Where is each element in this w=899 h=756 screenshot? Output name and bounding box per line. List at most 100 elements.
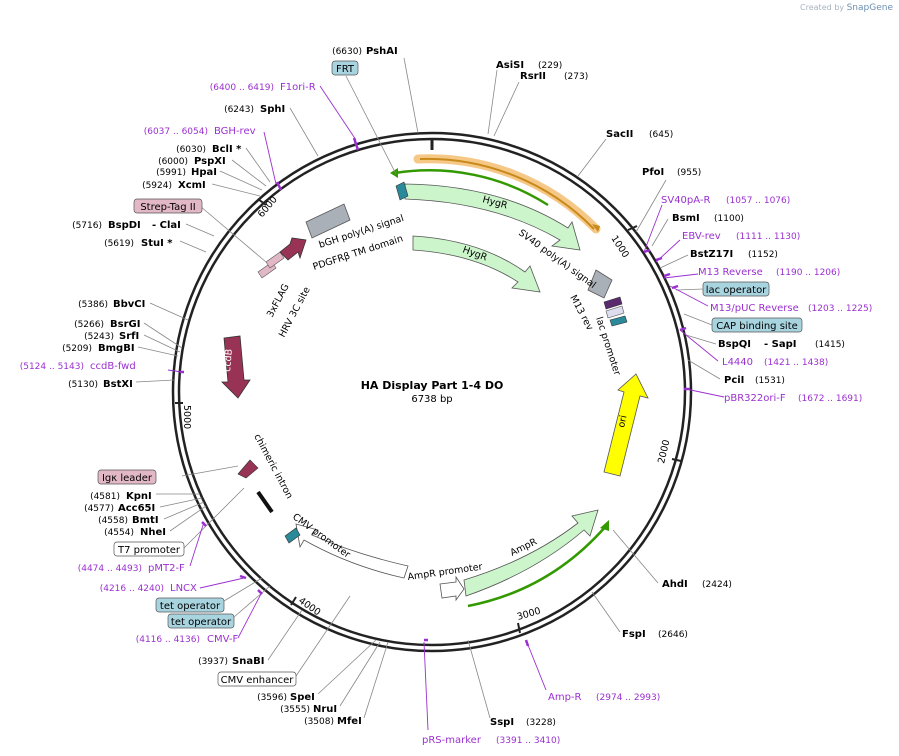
enzyme-pshai[interactable]: PshAI bbox=[366, 46, 398, 57]
ccdb-arrow[interactable] bbox=[221, 335, 251, 399]
enzyme-bmti[interactable]: BmtI bbox=[132, 515, 159, 526]
enzyme-nhei[interactable]: NheI bbox=[140, 527, 166, 538]
primer-sv40pa-r[interactable]: SV40pA-R bbox=[661, 195, 710, 206]
lac-promoter-feature[interactable] bbox=[605, 305, 625, 319]
leader-cmv-f bbox=[237, 591, 263, 639]
enzyme-bstz17i[interactable]: BstZ17I bbox=[690, 249, 733, 260]
lac-operator-box[interactable] bbox=[702, 281, 770, 297]
enzyme-bsrgi[interactable]: BsrGI bbox=[110, 319, 140, 330]
m13-rev-feature[interactable] bbox=[603, 296, 623, 310]
primer-bgh-rev-range: (6037 .. 6054) bbox=[144, 127, 208, 137]
strep-tag-box[interactable] bbox=[133, 198, 203, 214]
enzyme-stui[interactable]: StuI * bbox=[141, 238, 173, 249]
ampr-promoter-arrow[interactable] bbox=[439, 575, 465, 602]
ori-arrow[interactable] bbox=[603, 373, 649, 477]
primer-f1ori-r[interactable]: F1ori-R bbox=[280, 82, 316, 93]
ampr-arrow[interactable] bbox=[463, 509, 599, 597]
chimeric-intron-feature[interactable] bbox=[256, 490, 274, 514]
enzyme-srfi[interactable]: SrfI bbox=[119, 331, 139, 342]
tet-operator-box-2[interactable] bbox=[167, 613, 235, 629]
tet-operator-box-1[interactable] bbox=[155, 597, 225, 613]
leader-l4440 bbox=[679, 329, 719, 362]
enzyme-bstz17i-pos: (1152) bbox=[748, 250, 778, 260]
enzyme-pspxi[interactable]: PspXI bbox=[194, 156, 226, 167]
enzyme-bspqi[interactable]: BspQI bbox=[718, 339, 751, 350]
leader-m13-reverse bbox=[663, 273, 699, 279]
leader-sacii bbox=[577, 138, 607, 177]
enzyme-rsrii[interactable]: RsrII bbox=[520, 71, 546, 82]
primer-cmv-f[interactable]: CMV-F bbox=[207, 634, 238, 645]
enzyme-snabi[interactable]: SnaBI bbox=[232, 656, 264, 667]
enzyme-bsmi[interactable]: BsmI bbox=[672, 213, 700, 224]
sv40-polya-feature[interactable] bbox=[587, 269, 613, 299]
frt-box[interactable] bbox=[331, 60, 359, 76]
m13rev-label: M13 rev bbox=[567, 293, 595, 332]
enzyme-xcmi[interactable]: XcmI bbox=[178, 180, 206, 191]
cmv-enhancer-box[interactable] bbox=[217, 671, 297, 687]
enzyme-acc65i-pos: (4577) bbox=[84, 504, 114, 514]
primer-sv40pa-r-range: (1057 .. 1076) bbox=[726, 196, 790, 206]
enzyme-hpai[interactable]: HpaI bbox=[191, 167, 217, 178]
primer-lncx[interactable]: LNCX bbox=[170, 583, 197, 594]
enzyme-acc65i[interactable]: Acc65I bbox=[118, 503, 155, 514]
primer-mark-pmt2 bbox=[201, 521, 207, 527]
cmv-enhancer-tail-feature[interactable] bbox=[284, 527, 301, 544]
primer-m13-reverse[interactable]: M13 Reverse bbox=[698, 267, 763, 278]
cmv-enhancer-label: CMV enhancer bbox=[221, 675, 295, 686]
enzyme-fspi[interactable]: FspI bbox=[622, 629, 646, 640]
tick-3000 bbox=[517, 622, 521, 634]
cmv-promoter-arrow[interactable] bbox=[295, 523, 409, 579]
enzyme-bmgbi[interactable]: BmgBI bbox=[98, 343, 135, 354]
leader-cmv-enhancer bbox=[295, 595, 351, 677]
cap-binding-site-box[interactable] bbox=[711, 317, 803, 333]
enzyme-kpni[interactable]: KpnI bbox=[126, 491, 152, 502]
enzyme-pfoi[interactable]: PfoI bbox=[642, 167, 664, 178]
enzyme-spei[interactable]: SpeI bbox=[290, 692, 315, 703]
enzyme-nrui[interactable]: NruI bbox=[313, 704, 337, 715]
leader-acc65i bbox=[159, 497, 203, 508]
primer-m13puc-reverse[interactable]: M13/pUC Reverse bbox=[710, 303, 799, 314]
enzyme-kpni-pos: (4581) bbox=[90, 492, 120, 502]
cap-site-feature[interactable] bbox=[609, 315, 628, 327]
enzyme-bcli-pos: (6030) bbox=[176, 145, 206, 155]
primer-mark-ebv bbox=[655, 256, 663, 262]
enzyme-ahdi[interactable]: AhdI bbox=[662, 579, 688, 590]
enzyme-bbvci[interactable]: BbvCI bbox=[113, 299, 145, 310]
enzyme-bcli[interactable]: BclI * bbox=[212, 144, 242, 155]
enzyme-sapi[interactable]: - SapI bbox=[764, 339, 796, 350]
t7-promoter-box[interactable] bbox=[113, 541, 185, 557]
enzyme-bstxi[interactable]: BstXI bbox=[103, 379, 133, 390]
leader-stui bbox=[179, 240, 207, 253]
hygr-arrow-inner[interactable] bbox=[412, 235, 541, 293]
ampr-direction-arc bbox=[467, 525, 607, 608]
leader-asisi bbox=[487, 69, 498, 135]
leader-mfei bbox=[363, 641, 389, 719]
bgh-polya-feature[interactable] bbox=[305, 203, 351, 239]
enzyme-pcii[interactable]: PciI bbox=[724, 375, 744, 386]
primer-ccdb-fwd[interactable]: ccdB-fwd bbox=[90, 361, 136, 372]
enzyme-asisi[interactable]: AsiSI bbox=[496, 60, 524, 71]
enzyme-mfei[interactable]: MfeI bbox=[337, 716, 362, 727]
primer-pmt2-f[interactable]: pMT2-F bbox=[148, 563, 185, 574]
plasmid-length: 6738 bp bbox=[411, 394, 452, 405]
leader-pcii bbox=[687, 359, 721, 380]
primer-amp-r[interactable]: Amp-R bbox=[548, 692, 582, 703]
hygr-arrow-outer[interactable] bbox=[404, 183, 581, 251]
enzyme-bsmi-pos: (1100) bbox=[714, 214, 744, 224]
pdgfr-tm-arrow[interactable] bbox=[279, 237, 307, 261]
enzyme-sphi[interactable]: SphI bbox=[260, 104, 285, 115]
primer-prs-marker[interactable]: pRS-marker bbox=[422, 735, 482, 746]
primer-l4440[interactable]: L4440 bbox=[722, 357, 753, 368]
igk-leader-feature[interactable] bbox=[237, 459, 259, 479]
enzyme-clai[interactable]: - ClaI bbox=[152, 220, 181, 231]
enzyme-sspi[interactable]: SspI bbox=[490, 717, 514, 728]
hrv-3c-feature[interactable] bbox=[265, 251, 285, 269]
primer-ebv-rev[interactable]: EBV-rev bbox=[682, 231, 721, 242]
frt-feature[interactable] bbox=[395, 181, 409, 201]
primer-bgh-rev[interactable]: BGH-rev bbox=[214, 126, 256, 137]
primer-pbr322ori-f[interactable]: pBR322ori-F bbox=[724, 393, 786, 404]
igk-leader-box[interactable] bbox=[97, 469, 157, 485]
tet-operator-label-2: tet operator bbox=[171, 617, 232, 628]
enzyme-sacii[interactable]: SacII bbox=[606, 129, 633, 140]
enzyme-bspdi[interactable]: BspDI bbox=[108, 220, 141, 231]
